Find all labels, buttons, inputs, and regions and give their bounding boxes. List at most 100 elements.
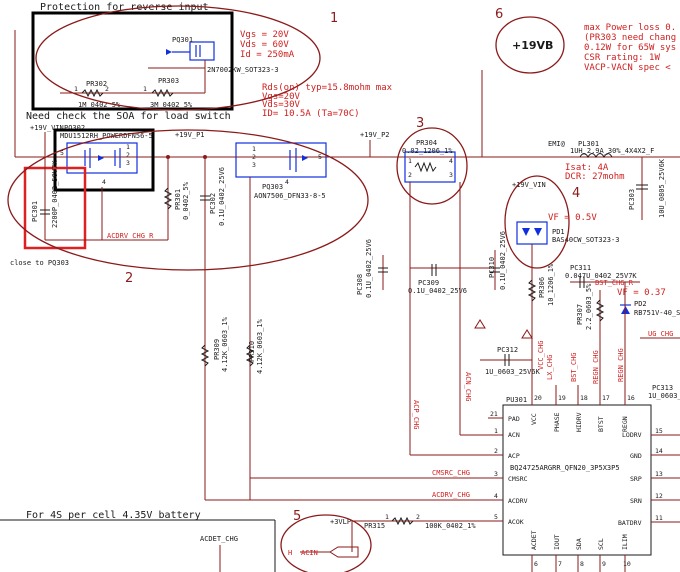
pin-bottom-3: SCL xyxy=(597,538,605,550)
svg-text:3: 3 xyxy=(252,161,256,169)
pr315-ref: PR315 xyxy=(364,522,385,530)
callout-5: 5 xyxy=(293,509,301,524)
svg-text:4: 4 xyxy=(285,178,289,186)
pr304-value: 0.02_1206_1% xyxy=(402,147,453,155)
pr301-value: 0_0402_5% xyxy=(182,181,190,220)
svg-text:2: 2 xyxy=(416,513,420,521)
pin-right-3: SRN xyxy=(630,497,642,505)
net-lx-chg: LX_CHG xyxy=(546,355,554,380)
pin-bottom-4: ILIM xyxy=(621,534,629,550)
pq302-spec-id: ID= 10.5A (Ta=70C) xyxy=(262,109,360,119)
pc309-value: 0.1U_0402_25V6 xyxy=(408,287,467,295)
pq303-value: AON7506_DFN33-8-5 xyxy=(254,192,326,200)
pq302-spec-vds: Vds=30V xyxy=(262,100,301,110)
pin-left-2: ACP xyxy=(508,452,520,460)
pin-num-bottom-4: 10 xyxy=(623,560,631,568)
pin-num-left-2: 2 xyxy=(494,447,498,455)
pin-num-right-4: 11 xyxy=(655,514,663,522)
pr307-value: 2.2_0603_5% xyxy=(585,283,593,330)
emi-label: EMI@ xyxy=(548,140,566,148)
pin-top-3: BTST xyxy=(597,416,605,432)
callout-ellipse-1 xyxy=(35,5,321,111)
svg-text:1: 1 xyxy=(252,145,256,153)
pin-num-left-1: 1 xyxy=(494,427,498,435)
svg-text:1: 1 xyxy=(143,85,147,93)
pin-num-left-0: 21 xyxy=(490,410,498,418)
pin-num-right-0: 15 xyxy=(655,427,663,435)
net-acp-chg: ACP_CHG xyxy=(412,400,420,430)
svg-text:2: 2 xyxy=(408,171,412,179)
net-acin-h: H xyxy=(288,549,292,557)
pr303-resistor xyxy=(151,88,174,98)
pc311-ref: PC311 xyxy=(570,264,591,272)
net-cmsrc-chg: CMSRC_CHG xyxy=(432,469,470,477)
note-max-power-1: max Power loss 0. xyxy=(584,23,676,33)
pu301-ref: PU301 xyxy=(506,396,527,404)
note-close-to: close to PQ303 xyxy=(10,259,69,267)
pr309-resistor xyxy=(200,344,210,367)
svg-text:5: 5 xyxy=(60,149,64,157)
pc303-value: 10U_0805_25V6K xyxy=(658,158,666,218)
pr307-resistor xyxy=(595,299,605,322)
pin-num-right-2: 13 xyxy=(655,470,663,478)
pin-left-5: ACOK xyxy=(508,518,524,526)
pc310-ref: PC310 xyxy=(488,257,496,278)
svg-text:1: 1 xyxy=(385,513,389,521)
pd1-diode xyxy=(516,221,548,245)
note-protection: Protection for reverse input xyxy=(40,2,209,13)
pl301-value: 1UH_2.9A_30%_4X4X2_F xyxy=(570,147,654,155)
pq301-spec-vds: Vds = 60V xyxy=(240,40,289,50)
pc313-value: 1U_0603_25V xyxy=(648,392,680,400)
pc309-ref: PC309 xyxy=(418,279,439,287)
pin-num-left-5: 5 xyxy=(494,513,498,521)
svg-text:1: 1 xyxy=(74,85,78,93)
highlight-box-pq302 xyxy=(53,128,155,192)
pin-top-2: HIDRV xyxy=(575,412,583,432)
pd1-ref: PD1 xyxy=(552,228,565,236)
note-max-power-5: VACP-VACN spec < xyxy=(584,63,671,73)
pr310-ref: PR310 xyxy=(248,341,256,362)
pc313-ref: PC313 xyxy=(652,384,673,392)
pu301-value: BQ24725ARGRR_QFN20_3P5X3P5 xyxy=(510,464,620,472)
pin-right-4: BATDRV xyxy=(618,519,642,527)
svg-text:4: 4 xyxy=(102,178,106,186)
pq302-mosfet xyxy=(66,142,138,174)
pr306-ref: PR306 xyxy=(538,277,546,298)
pr303-value: 3M_0402_5% xyxy=(150,101,193,109)
note-max-power-3: 0.12W for 65W sys xyxy=(584,43,676,53)
pq301-ref: PQ301 xyxy=(172,36,193,44)
pc301-value: 2200P_0402_50V7K xyxy=(51,160,59,228)
pin-num-right-1: 14 xyxy=(655,447,663,455)
pd2-value: RB751V-40_SOD xyxy=(634,309,680,317)
pc302-value: 0.1U_0402_25V6 xyxy=(218,167,226,226)
pq301-spec-id: Id = 250mA xyxy=(240,50,295,60)
pq301-mosfet xyxy=(166,41,215,61)
pr309-value: 4.12K_0603_1% xyxy=(221,316,229,372)
pin-right-1: GND xyxy=(630,452,642,460)
pc303-ref: PC303 xyxy=(628,189,636,210)
callout-2: 2 xyxy=(125,271,133,286)
net-regn-chg-2: REGN_CHG xyxy=(617,348,625,382)
net-ug-chg: UG_CHG xyxy=(648,330,673,338)
pin-bottom-2: SDA xyxy=(575,538,583,550)
rail-19v-p1: +19V_P1 xyxy=(175,131,205,139)
pd1-value: BAS40CW_SOT323-3 xyxy=(552,236,619,244)
pin-left-4: ACDRV xyxy=(508,497,528,505)
pc310-value: 0.1U_0402_25V6 xyxy=(499,231,507,290)
rail-3vlp: +3VLP xyxy=(330,518,351,526)
pin-top-0: VCC xyxy=(530,413,538,425)
pr306-value: 10_1206_1% xyxy=(547,263,555,306)
pd1-spec-vf: VF = 0.5V xyxy=(548,213,597,223)
pr301-resistor xyxy=(163,187,173,210)
svg-text:3: 3 xyxy=(126,159,130,167)
highlight-box-pc301 xyxy=(23,166,87,250)
pc312-ref: PC312 xyxy=(497,346,518,354)
rail-19v-vin-4: +19V_VIN xyxy=(512,181,546,189)
callout-3: 3 xyxy=(416,116,424,131)
note-battery: For 4S per cell 4.35V battery xyxy=(26,510,201,521)
pr306-resistor xyxy=(527,279,537,302)
note-max-power-4: CSR rating: 1W xyxy=(584,53,660,63)
callout-ellipse-3 xyxy=(396,127,468,205)
pq303-mosfet xyxy=(235,142,327,178)
callout-6: 6 xyxy=(495,7,503,22)
